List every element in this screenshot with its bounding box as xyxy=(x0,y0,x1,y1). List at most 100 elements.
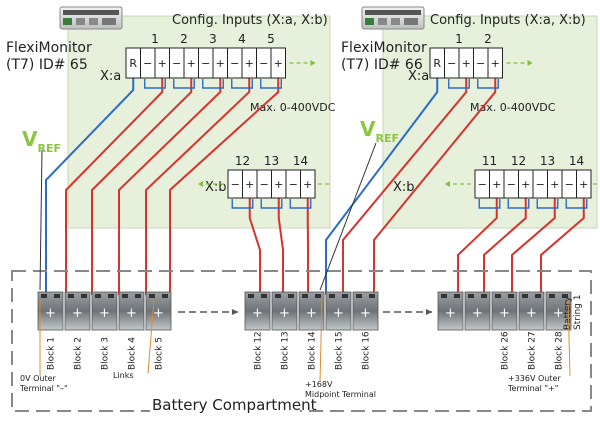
terminal-number: 2 xyxy=(484,32,492,46)
vref-label-left: VREF xyxy=(22,127,61,155)
terminal-polarity: + xyxy=(245,57,254,70)
link-bracket xyxy=(289,199,312,209)
link-bracket xyxy=(536,199,559,209)
measurement-wire xyxy=(169,78,280,295)
terminal-polarity: + xyxy=(492,178,501,191)
block-label: Block 26 xyxy=(501,331,511,370)
terminal-polarity: − xyxy=(478,178,487,191)
terminal-polarity: − xyxy=(476,57,485,70)
xa-label-right: X:a xyxy=(408,69,429,84)
continuation-arrow-icon xyxy=(445,181,450,187)
battery-terminal xyxy=(522,294,528,298)
battery-terminal xyxy=(315,294,321,298)
battery-terminal xyxy=(468,294,474,298)
arrow-icon xyxy=(426,309,432,315)
fleximonitor-device-right xyxy=(361,6,425,30)
terminal-polarity: + xyxy=(274,57,283,70)
battery-polarity: + xyxy=(99,306,110,321)
annotation-links: Links xyxy=(113,371,134,380)
battery-terminal xyxy=(41,294,47,298)
battery-block xyxy=(145,291,172,331)
block-label: Block 14 xyxy=(308,331,318,370)
annotation-midpoint: +168V Midpoint Terminal xyxy=(305,380,376,399)
battery-terminal xyxy=(356,294,362,298)
terminal-cell xyxy=(487,47,503,79)
terminal-number: 13 xyxy=(264,154,279,168)
compartment-title-bg xyxy=(150,398,300,418)
terminal-polarity: + xyxy=(245,178,254,191)
battery-terminal xyxy=(95,294,101,298)
vref-arrows xyxy=(39,142,377,291)
continuation-arrow-icon xyxy=(310,60,316,66)
battery-terminal xyxy=(275,294,281,298)
battery-terminal xyxy=(54,294,60,298)
block-label: Block 4 xyxy=(128,337,138,370)
battery-string-label: Battery String 1 xyxy=(563,294,583,330)
battery-terminal xyxy=(369,294,375,298)
annotation-outer-positive: +336V Outer Terminal "+" xyxy=(507,374,563,393)
battery-terminal xyxy=(481,294,487,298)
battery-polarity: + xyxy=(126,306,137,321)
block-label: Block 5 xyxy=(155,337,165,370)
battery-terminal xyxy=(454,294,460,298)
terminal-polarity: − xyxy=(260,178,269,191)
monitor-id-left: (T7) ID# 65 xyxy=(6,57,88,73)
battery-terminal xyxy=(562,294,568,298)
battery-terminal xyxy=(535,294,541,298)
link-bracket xyxy=(477,79,499,89)
link-bracket xyxy=(202,79,224,89)
terminal-polarity: − xyxy=(172,57,181,70)
battery-terminal xyxy=(261,294,267,298)
measurement-wire xyxy=(145,78,251,295)
terminal-polarity: + xyxy=(462,57,471,70)
annotation-leaders xyxy=(39,299,571,383)
terminal-polarity: − xyxy=(536,178,545,191)
link-bracket xyxy=(448,79,470,89)
battery-polarity: + xyxy=(360,306,371,321)
reference-wire xyxy=(45,78,135,295)
battery-block xyxy=(118,291,145,331)
battery-polarity: + xyxy=(153,306,164,321)
block-label: Block 3 xyxy=(101,337,111,370)
battery-polarity: + xyxy=(72,306,83,321)
terminal-polarity: − xyxy=(231,178,240,191)
terminal-number: 13 xyxy=(540,154,555,168)
block-label: Block 15 xyxy=(335,331,345,370)
continuation-arrow-icon xyxy=(527,60,533,66)
terminal-polarity: + xyxy=(158,57,167,70)
battery-terminal xyxy=(342,294,348,298)
monitor-id-right: (T7) ID# 66 xyxy=(341,57,423,73)
battery-group-3: +++++ xyxy=(437,291,572,331)
link-bracket xyxy=(260,199,283,209)
battery-block xyxy=(271,291,298,331)
terminal-polarity: + xyxy=(550,178,559,191)
battery-polarity: + xyxy=(279,306,290,321)
block-label: Block 27 xyxy=(528,331,538,370)
block-label: Block 13 xyxy=(281,331,291,370)
battery-blocks: +++++++++++++++ xyxy=(37,291,572,331)
terminal-polarity: − xyxy=(201,57,210,70)
battery-group-1: + + + + + xyxy=(37,291,172,331)
terminal-polarity: − xyxy=(447,57,456,70)
link-bracket xyxy=(231,199,254,209)
reference-wire xyxy=(325,78,439,295)
battery-polarity: + xyxy=(333,306,344,321)
battery-polarity: + xyxy=(445,306,456,321)
block-label: Block 16 xyxy=(362,331,372,370)
battery-polarity: + xyxy=(45,306,56,321)
config-title-right: Config. Inputs (X:a, X:b) xyxy=(430,13,586,28)
measurement-wire xyxy=(373,78,497,295)
terminal-polarity: − xyxy=(259,57,268,70)
battery-block xyxy=(37,291,64,331)
terminal-polarity: − xyxy=(289,178,298,191)
terminal-polarity: + xyxy=(303,178,312,191)
battery-terminal xyxy=(135,294,141,298)
link-bracket xyxy=(260,79,282,89)
battery-polarity: + xyxy=(553,306,564,321)
terminal-number: 12 xyxy=(235,154,250,168)
terminal-polarity: R xyxy=(129,57,137,70)
battery-block xyxy=(244,291,271,331)
terminal-polarity: + xyxy=(274,178,283,191)
